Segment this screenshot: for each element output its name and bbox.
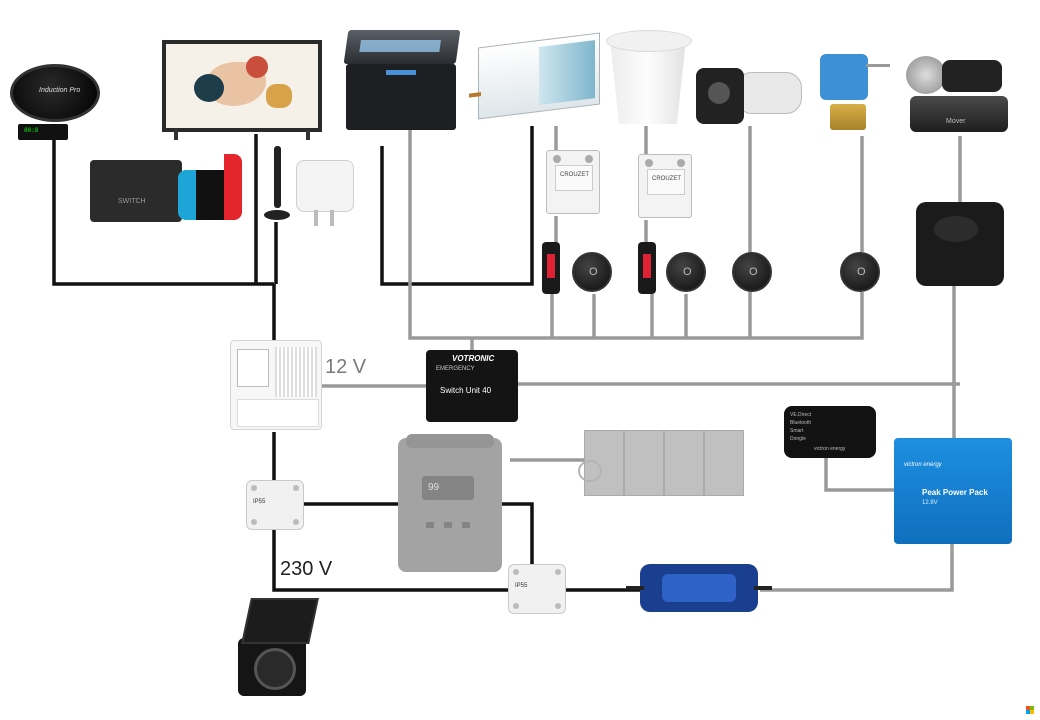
ssr-brand: CROUZET: [560, 172, 589, 178]
junction-box-icon: IP55: [246, 480, 304, 530]
hob-plate: Induction Pro: [10, 64, 100, 122]
mover-brand: Mover: [946, 118, 966, 125]
ppp-sub: 12.8V: [922, 500, 938, 506]
console-brand: SWITCH: [118, 198, 146, 205]
water-boiler-icon: [469, 32, 600, 120]
junction-box-icon: IP55: [508, 564, 566, 614]
console-dock: SWITCH: [90, 160, 182, 222]
rocker-symbol: O: [749, 266, 758, 278]
rocker-symbol: O: [683, 266, 692, 278]
rocker-switch[interactable]: O: [840, 252, 880, 292]
ssr-brand: CROUZET: [652, 176, 681, 182]
television-icon: [162, 40, 322, 140]
rocker-symbol: O: [589, 266, 598, 278]
wires-control-gray: [322, 118, 962, 592]
wire-charger-ppp: [760, 544, 954, 592]
hob-display: 88:8: [24, 127, 39, 134]
hob-control-panel: 88:8: [18, 124, 68, 140]
votronic-brand: VOTRONIC: [452, 354, 495, 363]
battery-charger-icon: [626, 564, 772, 612]
wire-station-jbox2: [502, 502, 534, 564]
solid-state-relay-icon: CROUZET: [546, 150, 600, 214]
fuse-holder-icon: [638, 242, 656, 294]
water-pump-icon: [696, 62, 802, 128]
ppp-brand: victron energy: [904, 462, 942, 468]
tv-antenna-icon: [262, 146, 292, 224]
dongle-line-1: VE.Direct: [790, 412, 812, 418]
caravan-mover-icon: Mover: [906, 56, 1016, 136]
wire-boiler-bus: [408, 118, 864, 340]
cee-inlet-socket-icon: [238, 598, 319, 698]
battery-pack-icon: victron energy Peak Power Pack 12.8V: [894, 438, 1012, 544]
fuse-holder-icon: [542, 242, 560, 294]
station-display: 99: [428, 482, 440, 493]
motorized-valve-icon: [820, 54, 890, 138]
wires-12v-black: [52, 126, 640, 592]
junction-rating: IP55: [515, 583, 528, 589]
rocker-switch[interactable]: O: [572, 252, 612, 292]
dongle-line-4: Dongle: [790, 436, 806, 442]
wire-hob: [52, 140, 274, 286]
hob-brand: Induction Pro: [39, 87, 81, 94]
game-console-icon: SWITCH: [90, 154, 246, 226]
ppp-title: Peak Power Pack: [922, 488, 988, 497]
label-12v: 12 V: [325, 356, 367, 378]
induction-hob-icon: Induction Pro 88:8: [8, 64, 100, 140]
votronic-switch-unit-icon: VOTRONIC EMERGENCY Switch Unit 40: [426, 350, 518, 422]
junction-rating: IP55: [253, 499, 266, 505]
distribution-panel-icon: [230, 340, 322, 430]
wire-230v-bus: [272, 530, 508, 592]
dongle-line-2: Bluetooth: [790, 420, 812, 426]
label-230v: 230 V: [280, 558, 333, 580]
mover-control-box-icon: [916, 202, 1004, 286]
dongle-brand: victron energy: [814, 446, 846, 452]
solid-state-relay-icon: CROUZET: [638, 154, 692, 218]
power-station-icon: 99: [398, 434, 502, 572]
corner-mark-icon: [1026, 706, 1034, 714]
wire-cooler: [380, 126, 534, 286]
solar-panel-icon: [578, 430, 744, 496]
wifi-router-icon: [296, 160, 354, 228]
cooler-box-icon: [343, 30, 461, 130]
dongle-line-3: Smart: [790, 428, 804, 434]
toilet-bucket-icon: [606, 30, 692, 126]
rocker-switch[interactable]: O: [666, 252, 706, 292]
rocker-switch[interactable]: O: [732, 252, 772, 292]
rocker-symbol: O: [857, 266, 866, 278]
victron-dongle-icon: VE.Direct Bluetooth Smart Dongle victron…: [784, 406, 876, 458]
votronic-model: Switch Unit 40: [440, 386, 492, 395]
votronic-mode: EMERGENCY: [436, 366, 475, 372]
wire-dongle-ppp: [824, 458, 894, 492]
